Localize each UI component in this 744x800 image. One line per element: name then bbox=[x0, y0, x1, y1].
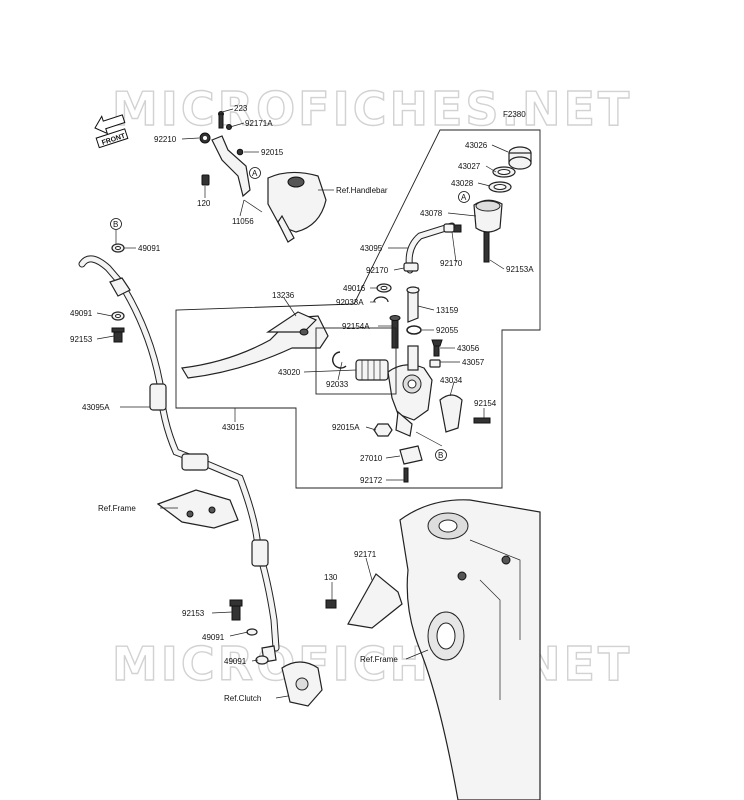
label-130: 130 bbox=[324, 573, 338, 582]
label-92154A: 92154A bbox=[342, 322, 370, 331]
figure-code: F2380 bbox=[503, 110, 526, 119]
label-92055: 92055 bbox=[436, 326, 459, 335]
label-92015: 92015 bbox=[261, 148, 284, 157]
piston-outline bbox=[315, 327, 397, 395]
label-43095: 43095 bbox=[360, 244, 383, 253]
label-92172: 92172 bbox=[360, 476, 383, 485]
label-11056: 11056 bbox=[232, 217, 254, 226]
label-92154: 92154 bbox=[474, 399, 497, 408]
label-49091-top: 49091 bbox=[138, 244, 161, 253]
label-ref-clutch: Ref.Clutch bbox=[224, 694, 261, 703]
label-92171: 92171 bbox=[354, 550, 377, 559]
label-92033: 92033 bbox=[326, 380, 349, 389]
label-13236: 13236 bbox=[272, 291, 295, 300]
label-43057: 43057 bbox=[462, 358, 485, 367]
label-49091-b2: 49091 bbox=[224, 657, 247, 666]
leader-lines bbox=[96, 108, 509, 699]
label-43056: 43056 bbox=[457, 344, 480, 353]
part-labels: 223 92171A 92210 92015 120 11056 Ref.Han… bbox=[70, 104, 534, 703]
label-43078: 43078 bbox=[420, 209, 443, 218]
label-43015: 43015 bbox=[222, 423, 245, 432]
svg-text:B: B bbox=[113, 220, 118, 229]
label-92153-bottom: 92153 bbox=[182, 609, 205, 618]
label-27010: 27010 bbox=[360, 454, 383, 463]
label-49091-b1: 49091 bbox=[202, 633, 225, 642]
label-223: 223 bbox=[234, 104, 248, 113]
assembly-outline bbox=[175, 129, 541, 489]
callout-a-left: A bbox=[249, 167, 261, 179]
label-92153A: 92153A bbox=[506, 265, 534, 274]
label-49016: 49016 bbox=[343, 284, 366, 293]
frame-section bbox=[399, 499, 541, 800]
label-ref-frame-left: Ref.Frame bbox=[98, 504, 136, 513]
handlebar-bracket-group bbox=[199, 111, 327, 243]
label-43095A: 43095A bbox=[82, 403, 110, 412]
svg-text:B: B bbox=[438, 451, 443, 460]
label-ref-frame-bottom: Ref.Frame bbox=[360, 655, 398, 664]
label-13159: 13159 bbox=[436, 306, 459, 315]
master-cylinder bbox=[387, 345, 433, 437]
label-92170-b: 92170 bbox=[440, 259, 463, 268]
watermark-top: MICROFICHES.NET bbox=[112, 82, 632, 136]
label-49091-mid: 49091 bbox=[70, 309, 93, 318]
watermark-bottom: MICROFICHES.NET bbox=[112, 637, 632, 691]
label-43020: 43020 bbox=[278, 368, 301, 377]
svg-text:A: A bbox=[461, 193, 467, 202]
callout-b-right: B bbox=[435, 449, 447, 461]
label-92171A: 92171A bbox=[245, 119, 273, 128]
svg-text:A: A bbox=[252, 169, 258, 178]
label-120: 120 bbox=[197, 199, 211, 208]
label-43027: 43027 bbox=[458, 162, 481, 171]
label-92210: 92210 bbox=[154, 135, 177, 144]
lever bbox=[181, 311, 329, 379]
reservoir-group bbox=[453, 146, 532, 263]
label-43028: 43028 bbox=[451, 179, 474, 188]
callout-b-left: B bbox=[110, 218, 122, 230]
clutch-hose bbox=[78, 255, 280, 663]
label-92015A: 92015A bbox=[332, 423, 360, 432]
label-43026: 43026 bbox=[465, 141, 488, 150]
label-92153-left: 92153 bbox=[70, 335, 93, 344]
label-43034: 43034 bbox=[440, 376, 463, 385]
callout-a-right: A bbox=[458, 191, 470, 203]
label-92033A: 92033A bbox=[336, 298, 364, 307]
label-ref-handlebar: Ref.Handlebar bbox=[336, 186, 388, 195]
label-92170-a: 92170 bbox=[366, 266, 389, 275]
piston-assembly bbox=[332, 351, 389, 381]
